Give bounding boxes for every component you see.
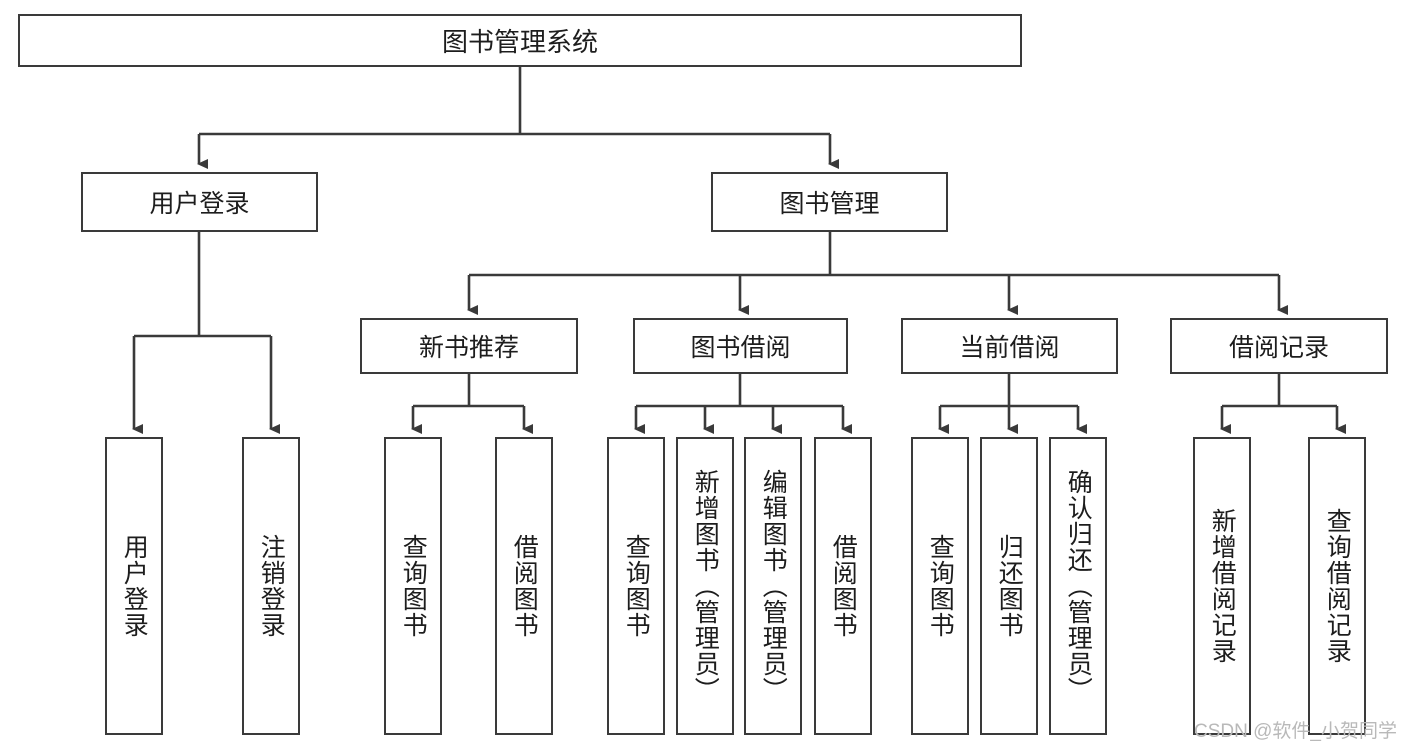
leaf-query-book-current[interactable]: 查询图书 (911, 437, 969, 735)
leaf-label: 查询借阅记录 (1323, 508, 1352, 664)
node-book-borrow[interactable]: 图书借阅 (633, 318, 848, 374)
node-book-management[interactable]: 图书管理 (711, 172, 948, 232)
leaf-query-book-borrow[interactable]: 查询图书 (607, 437, 665, 735)
node-root-system[interactable]: 图书管理系统 (18, 14, 1022, 67)
leaf-label: 编辑图书（管理员） (759, 469, 788, 703)
leaf-label: 确认归还（管理员） (1064, 469, 1093, 703)
leaf-label: 注销登录 (257, 534, 286, 638)
leaf-query-book-rec[interactable]: 查询图书 (384, 437, 442, 735)
node-user-login[interactable]: 用户登录 (81, 172, 318, 232)
leaf-label: 归还图书 (995, 534, 1024, 638)
leaf-label: 新增图书（管理员） (691, 469, 720, 703)
node-borrow-record[interactable]: 借阅记录 (1170, 318, 1388, 374)
leaf-label: 查询图书 (926, 534, 955, 638)
leaf-label: 用户登录 (120, 534, 149, 638)
leaf-label: 借阅图书 (510, 534, 539, 638)
leaf-query-borrow-record[interactable]: 查询借阅记录 (1308, 437, 1366, 735)
leaf-label: 查询图书 (399, 534, 428, 638)
watermark-csdn: CSDN @软件_小贺同学 (1194, 721, 1397, 742)
leaf-user-login[interactable]: 用户登录 (105, 437, 163, 735)
leaf-label: 新增借阅记录 (1208, 508, 1237, 664)
leaf-borrow-book[interactable]: 借阅图书 (814, 437, 872, 735)
leaf-borrow-book-rec[interactable]: 借阅图书 (495, 437, 553, 735)
node-current-borrow[interactable]: 当前借阅 (901, 318, 1118, 374)
leaf-add-borrow-record[interactable]: 新增借阅记录 (1193, 437, 1251, 735)
node-new-book-recommend[interactable]: 新书推荐 (360, 318, 578, 374)
leaf-label: 查询图书 (622, 534, 651, 638)
leaf-logout[interactable]: 注销登录 (242, 437, 300, 735)
leaf-return-book[interactable]: 归还图书 (980, 437, 1038, 735)
leaf-edit-book-admin[interactable]: 编辑图书（管理员） (744, 437, 802, 735)
leaf-label: 借阅图书 (829, 534, 858, 638)
leaf-confirm-return-admin[interactable]: 确认归还（管理员） (1049, 437, 1107, 735)
leaf-add-book-admin[interactable]: 新增图书（管理员） (676, 437, 734, 735)
